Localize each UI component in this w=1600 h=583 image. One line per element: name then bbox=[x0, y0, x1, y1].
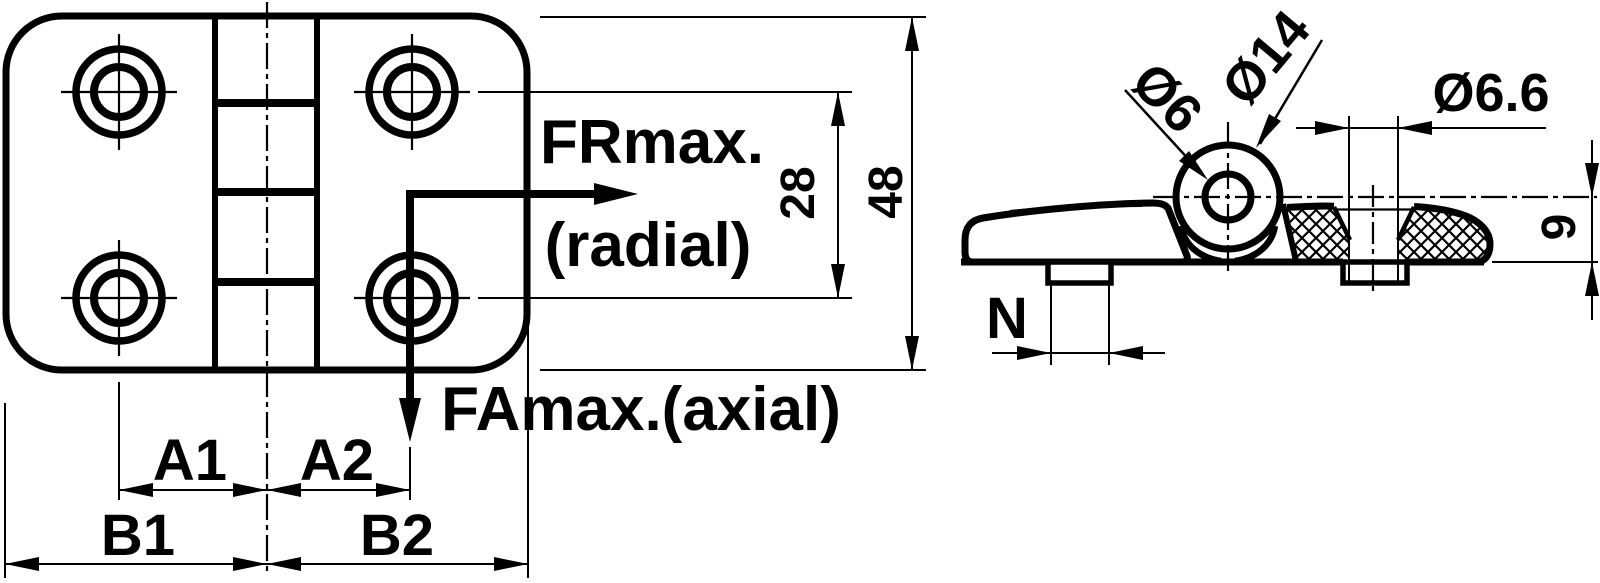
mounting-hole-top-right bbox=[354, 34, 470, 150]
countersink-walls bbox=[1331, 206, 1417, 241]
right-boss bbox=[1340, 259, 1410, 286]
dim-48-label: 48 bbox=[860, 165, 913, 219]
dim-48 bbox=[540, 16, 926, 371]
mounting-hole-bottom-left bbox=[61, 240, 177, 356]
dim-n-label: N bbox=[986, 286, 1028, 351]
dim-a1-label: A1 bbox=[152, 428, 228, 493]
dim-b1-b2 bbox=[4, 295, 529, 578]
dim-a2-label: A2 bbox=[299, 428, 375, 493]
dim-28-label: 28 bbox=[772, 166, 825, 220]
barrel-blend-left bbox=[1177, 225, 1222, 265]
dim-n bbox=[992, 285, 1165, 365]
dim-d66-label: Ø6.6 bbox=[1432, 63, 1550, 123]
dim-b2-label: B2 bbox=[359, 503, 435, 568]
section-hatch-right bbox=[1398, 207, 1488, 261]
left-leaf-profile bbox=[961, 199, 1191, 266]
leader-d6 bbox=[1124, 89, 1208, 180]
label-radial: (radial) bbox=[544, 211, 752, 280]
side-view bbox=[961, 39, 1599, 365]
right-leaf-outline bbox=[1286, 202, 1494, 265]
radial-force-arrow bbox=[410, 183, 638, 205]
left-boss bbox=[1045, 259, 1114, 286]
section-hatch-left bbox=[1287, 207, 1350, 261]
label-famax: FAmax.(axial) bbox=[441, 375, 841, 444]
dim-9 bbox=[1492, 140, 1599, 320]
mounting-hole-top-left bbox=[61, 34, 177, 150]
dim-9-label: 9 bbox=[1533, 213, 1586, 241]
barrel-seam-right bbox=[1280, 203, 1299, 262]
barrel-blend-right bbox=[1234, 225, 1279, 265]
left-leaf-edge-accent bbox=[1009, 203, 1143, 214]
dim-d66 bbox=[1296, 116, 1546, 284]
dim-28 bbox=[478, 91, 852, 299]
leader-d14 bbox=[1256, 39, 1324, 148]
front-view bbox=[2, 2, 926, 578]
dim-b1-label: B1 bbox=[100, 503, 176, 568]
label-frmax: FRmax. bbox=[540, 108, 764, 177]
axial-force-arrow bbox=[399, 190, 421, 442]
dim-a1-a2 bbox=[118, 382, 411, 500]
